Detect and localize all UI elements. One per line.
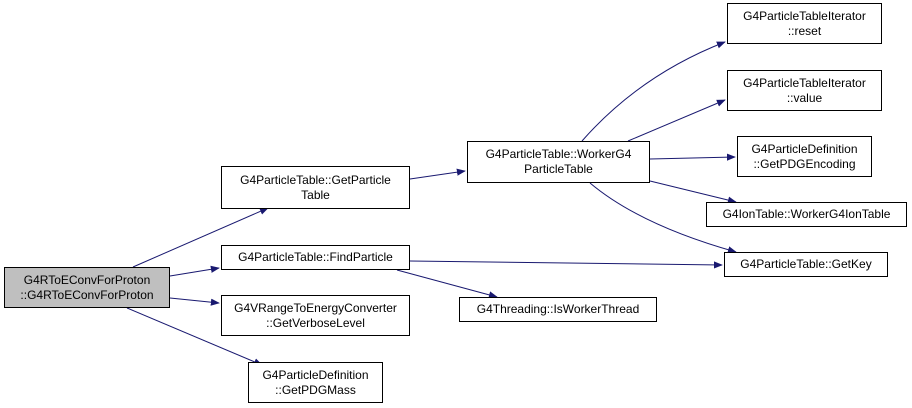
edge-find-particle-to-is-worker [396,269,498,299]
edge-root-to-get-verbose-level [169,297,220,306]
node-worker-g4-particle-table[interactable]: G4ParticleTable::WorkerG4 ParticleTable [467,141,650,183]
node-get-particle-table[interactable]: G4ParticleTable::GetParticle Table [221,166,410,209]
node-label-line: G4ParticleDefinition [262,367,369,382]
node-is-worker-thread[interactable]: G4Threading::IsWorkerThread [459,297,657,322]
node-label-line: G4ParticleTable::FindParticle [238,250,393,264]
node-label-line: ::G4RToEConvForProton [20,287,154,302]
edge-worker-to-iterator-value [627,99,726,142]
edge-worker-to-get-pdg-encoding [649,153,736,161]
node-label-line: G4ParticleTable::WorkerG4 [485,147,632,161]
node-worker-g4-ion-table[interactable]: G4IonTable::WorkerG4IonTable [706,202,907,227]
node-g4rtoeconvforproton[interactable]: G4RToEConvForProton ::G4RToEConvForProto… [4,267,170,308]
node-get-key[interactable]: G4ParticleTable::GetKey [724,252,888,277]
edge-root-to-find-particle [169,265,220,277]
edge-worker-to-worker-ion-table [649,180,737,204]
node-label-line: G4VRangeToEnergyConverter [234,300,397,315]
edge-worker-to-iterator-reset [581,41,726,142]
node-label-line: G4ParticleTableIterator [743,8,866,23]
node-label-line: ParticleTable [524,162,593,176]
node-label-line: G4ParticleTable::GetKey [740,257,872,271]
edge-find-particle-to-get-key [409,260,723,269]
node-label-line: ::value [786,90,823,105]
node-label-line: ::reset [787,23,822,38]
edge-get-particle-table-to-worker [409,168,466,180]
node-label-line: G4ParticleTable::GetParticle [240,172,391,187]
node-label-line: G4Threading::IsWorkerThread [476,302,640,316]
node-label-line: Table [301,187,330,202]
node-label-line: G4ParticleTableIterator [743,75,866,90]
node-get-pdg-mass[interactable]: G4ParticleDefinition ::GetPDGMass [248,362,383,403]
node-label-line: ::GetPDGEncoding [753,156,856,171]
node-label-line: ::GetVerboseLevel [266,315,365,330]
node-get-pdg-encoding[interactable]: G4ParticleDefinition ::GetPDGEncoding [737,136,872,177]
node-find-particle[interactable]: G4ParticleTable::FindParticle [221,245,410,270]
node-label-line: G4IonTable::WorkerG4IonTable [722,207,891,221]
edge-root-to-get-particle-table [132,207,269,268]
node-iterator-reset[interactable]: G4ParticleTableIterator ::reset [727,3,882,44]
edge-worker-to-get-key [589,182,737,254]
node-get-verbose-level[interactable]: G4VRangeToEnergyConverter ::GetVerboseLe… [221,295,410,336]
node-label-line: G4RToEConvForProton [23,272,151,287]
node-label-line: G4ParticleDefinition [751,141,858,156]
node-label-line: ::GetPDGMass [275,382,356,397]
node-iterator-value[interactable]: G4ParticleTableIterator ::value [727,70,882,111]
edge-root-to-get-pdg-mass [126,307,263,366]
